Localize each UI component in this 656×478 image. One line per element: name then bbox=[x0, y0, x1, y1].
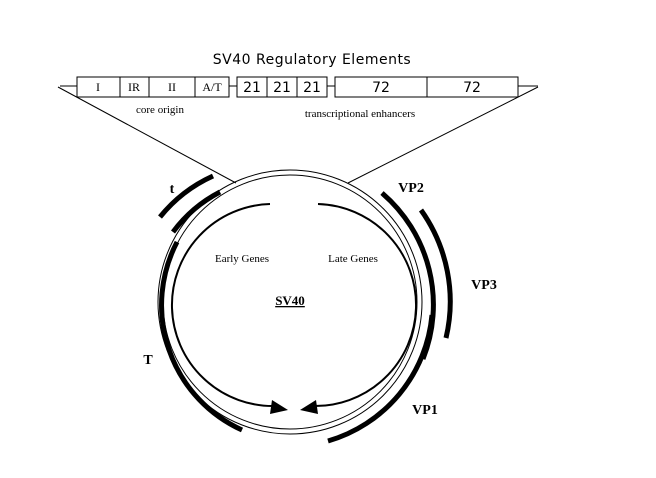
early-genes-label: Early Genes bbox=[215, 253, 269, 265]
vp3-arc bbox=[418, 208, 453, 339]
element-label-72b: 72 bbox=[463, 80, 481, 96]
element-label-72a: 72 bbox=[372, 80, 390, 96]
element-label-IR: IR bbox=[128, 80, 140, 94]
vp1-arc bbox=[327, 314, 435, 444]
late-transcript-arrow bbox=[311, 203, 417, 408]
sv40-center-label: SV40 bbox=[275, 293, 305, 308]
small-t-label: t bbox=[170, 182, 175, 197]
element-box-21c bbox=[296, 76, 328, 98]
element-box-72b bbox=[426, 76, 519, 98]
element-label-21a: 21 bbox=[243, 80, 261, 96]
expansion-line-right bbox=[347, 86, 539, 184]
core-origin-label: core origin bbox=[136, 104, 184, 116]
vp1-label: VP1 bbox=[412, 403, 438, 418]
vp3-label: VP3 bbox=[471, 278, 497, 293]
genome-outer-ring bbox=[157, 169, 423, 435]
element-label-II: II bbox=[168, 80, 176, 94]
expansion-line-left bbox=[57, 86, 237, 184]
early-transcript-arrow bbox=[171, 203, 277, 408]
small-t-arc-inner bbox=[170, 189, 222, 234]
element-label-21c: 21 bbox=[303, 80, 321, 96]
diagram-title: SV40 Regulatory Elements bbox=[213, 52, 411, 68]
element-label-I: I bbox=[96, 80, 100, 94]
small-t-arc-outer bbox=[158, 173, 215, 219]
element-box-AT bbox=[194, 76, 230, 98]
late-arrowhead bbox=[300, 400, 318, 414]
enhancers-label: transcriptional enhancers bbox=[305, 108, 415, 120]
late-genes-label: Late Genes bbox=[328, 253, 378, 265]
element-label-21b: 21 bbox=[273, 80, 291, 96]
early-arrowhead bbox=[270, 400, 288, 414]
regulatory-element-strip: I IR II A/T 21 21 21 72 72 core origin t… bbox=[60, 76, 538, 120]
vp2-label: VP2 bbox=[398, 181, 424, 196]
large-T-label: T bbox=[143, 353, 153, 368]
large-T-arc bbox=[159, 240, 244, 433]
element-label-AT: A/T bbox=[202, 80, 222, 94]
